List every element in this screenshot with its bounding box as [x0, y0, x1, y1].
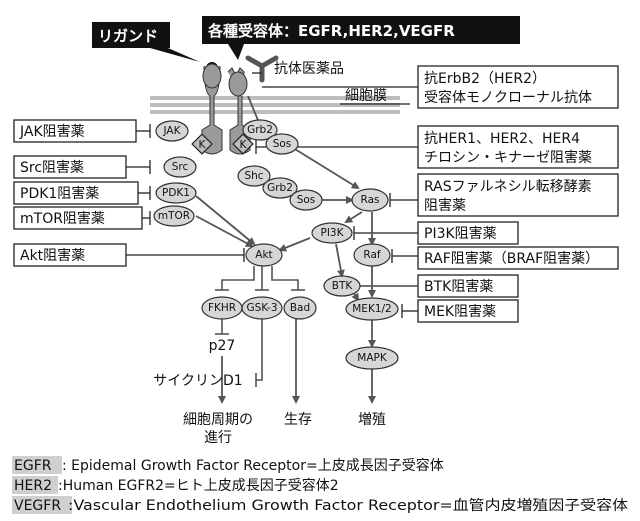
drug-ras: RASファルネシル転移酵素 阻害薬: [417, 173, 619, 217]
pathway-arrows: [195, 95, 376, 404]
footnote-3-abbr: VEGFR: [14, 498, 61, 514]
drug-anti-her-line1: 抗HER1、HER2、HER4: [424, 131, 580, 147]
drug-mek-label: MEK阻害薬: [424, 304, 496, 320]
node-akt: Akt: [245, 243, 283, 267]
node-ras-label: Ras: [361, 194, 380, 206]
footnote-1-text: : Epidemal Growth Factor Receptor=上皮成長因子…: [62, 457, 444, 474]
drug-pdk1-label: PDK1阻害薬: [20, 186, 99, 202]
node-sos-a-label: Sos: [273, 138, 292, 150]
kinase-k2: K: [232, 133, 254, 155]
node-p27: p27: [209, 338, 236, 354]
node-bad-label: Bad: [290, 302, 310, 314]
drug-ras-line2: 阻害薬: [424, 198, 466, 214]
receptor-callout-text: 各種受容体：EGFR,HER2,VEGFR: [207, 22, 455, 40]
node-grb2-a: Grb2: [242, 119, 278, 141]
outcome-cell-cycle-line1: 細胞周期の: [183, 412, 253, 428]
node-pi3k-label: PI3K: [321, 227, 345, 239]
akt-inhibitions: [215, 266, 305, 387]
kinase-k1: K: [191, 133, 213, 155]
node-raf: Raf: [353, 243, 391, 267]
drug-pi3k-label: PI3K阻害薬: [424, 226, 497, 242]
footnote-highlight-3: [12, 496, 72, 514]
k2-label: K: [240, 139, 248, 151]
drug-src: Src阻害薬: [13, 155, 127, 179]
node-jak: JAK: [155, 120, 189, 142]
footnote-3-text: :Vascular Endothelium Growth Factor Rece…: [68, 497, 628, 514]
node-mapk: MAPK: [345, 346, 399, 370]
node-sos-b: Sos: [289, 189, 323, 211]
footnote-1-abbr: EGFR: [14, 458, 52, 474]
node-gsk3: GSK-3: [241, 296, 283, 320]
node-pi3k: PI3K: [311, 222, 353, 244]
node-src: Src: [163, 156, 197, 178]
node-ras: Ras: [351, 188, 389, 212]
node-mtor-label: mTOR: [158, 210, 190, 222]
drug-anti-erbb2-line1: 抗ErbB2（HER2）: [424, 71, 546, 87]
drug-anti-her: 抗HER1、HER2、HER4 チロシン・キナーゼ阻害薬: [417, 125, 619, 169]
drug-pdk1: PDK1阻害薬: [13, 181, 139, 205]
node-sos-b-label: Sos: [297, 194, 316, 206]
node-pdk1-label: PDK1: [162, 187, 190, 199]
receptor-left: [201, 63, 223, 155]
drug-akt: Akt阻害薬: [13, 243, 127, 267]
node-mtor: mTOR: [153, 205, 195, 227]
node-bad: Bad: [283, 296, 317, 320]
k1-label: K: [199, 139, 207, 151]
drug-jak: JAK阻害薬: [13, 119, 137, 143]
node-grb2-b: Grb2: [262, 177, 298, 199]
node-grb2-a-label: Grb2: [247, 124, 273, 136]
drug-akt-label: Akt阻害薬: [20, 248, 85, 264]
antibody-label: 抗体医薬品: [274, 61, 344, 77]
drug-raf-label: RAF阻害薬（BRAF阻害薬）: [424, 251, 599, 267]
ligand-callout-text: リガンド: [98, 27, 158, 45]
drug-btk: BTK阻害薬: [417, 274, 519, 298]
ligand-callout: リガンド: [92, 22, 200, 62]
node-fkhr: FKHR: [201, 296, 243, 320]
drug-mtor-label: mTOR阻害薬: [20, 211, 105, 227]
footnote-2-text: :Human EGFR2=ヒト上皮成長因子受容体2: [58, 477, 339, 494]
drug-btk-label: BTK阻害薬: [424, 279, 493, 295]
membrane-label: 細胞膜: [345, 88, 387, 104]
receptor-callout: 各種受容体：EGFR,HER2,VEGFR: [202, 16, 520, 60]
footnote-highlight-2: [12, 476, 58, 494]
footnote-2-abbr: HER2: [14, 478, 52, 494]
drug-ras-line1: RASファルネシル転移酵素: [424, 179, 592, 195]
node-src-label: Src: [172, 161, 189, 173]
footnotes: EGFR : Epidemal Growth Factor Receptor=上…: [12, 456, 628, 514]
node-mek: MEK1/2: [345, 297, 399, 321]
drug-pi3k: PI3K阻害薬: [417, 221, 519, 245]
node-shc: Shc: [237, 165, 271, 187]
node-gsk3-label: GSK-3: [246, 302, 277, 314]
node-grb2-b-label: Grb2: [267, 182, 293, 194]
node-sos-a: Sos: [265, 133, 299, 155]
node-fkhr-label: FKHR: [208, 302, 236, 314]
drug-anti-erbb2: 抗ErbB2（HER2） 受容体モノクローナル抗体: [417, 65, 619, 109]
node-btk-label: BTK: [332, 280, 354, 292]
node-akt-label: Akt: [255, 249, 272, 261]
node-jak-label: JAK: [163, 125, 182, 137]
drug-anti-erbb2-line2: 受容体モノクローナル抗体: [424, 89, 592, 106]
node-mek-label: MEK1/2: [352, 303, 391, 315]
antibody-y-icon: [245, 55, 279, 83]
drug-jak-label: JAK阻害薬: [19, 124, 85, 140]
node-shc-label: Shc: [244, 170, 263, 182]
drug-raf: RAF阻害薬（BRAF阻害薬）: [417, 246, 619, 270]
node-mapk-label: MAPK: [357, 352, 388, 364]
drug-mek: MEK阻害薬: [417, 299, 519, 323]
drug-anti-her-line2: チロシン・キナーゼ阻害薬: [424, 150, 592, 166]
outcome-cell-cycle-line2: 進行: [204, 430, 232, 446]
node-pdk1: PDK1: [155, 182, 197, 204]
drug-mtor: mTOR阻害薬: [13, 206, 143, 230]
outcome-survival: 生存: [284, 412, 312, 428]
node-btk: BTK: [323, 275, 361, 297]
cell-membrane: [150, 96, 400, 114]
drug-src-label: Src阻害薬: [20, 160, 84, 176]
outcome-proliferation: 増殖: [358, 411, 386, 428]
footnote-highlight-1: [12, 456, 62, 474]
node-cyclin: サイクリンD1: [153, 373, 242, 389]
node-raf-label: Raf: [363, 249, 380, 261]
